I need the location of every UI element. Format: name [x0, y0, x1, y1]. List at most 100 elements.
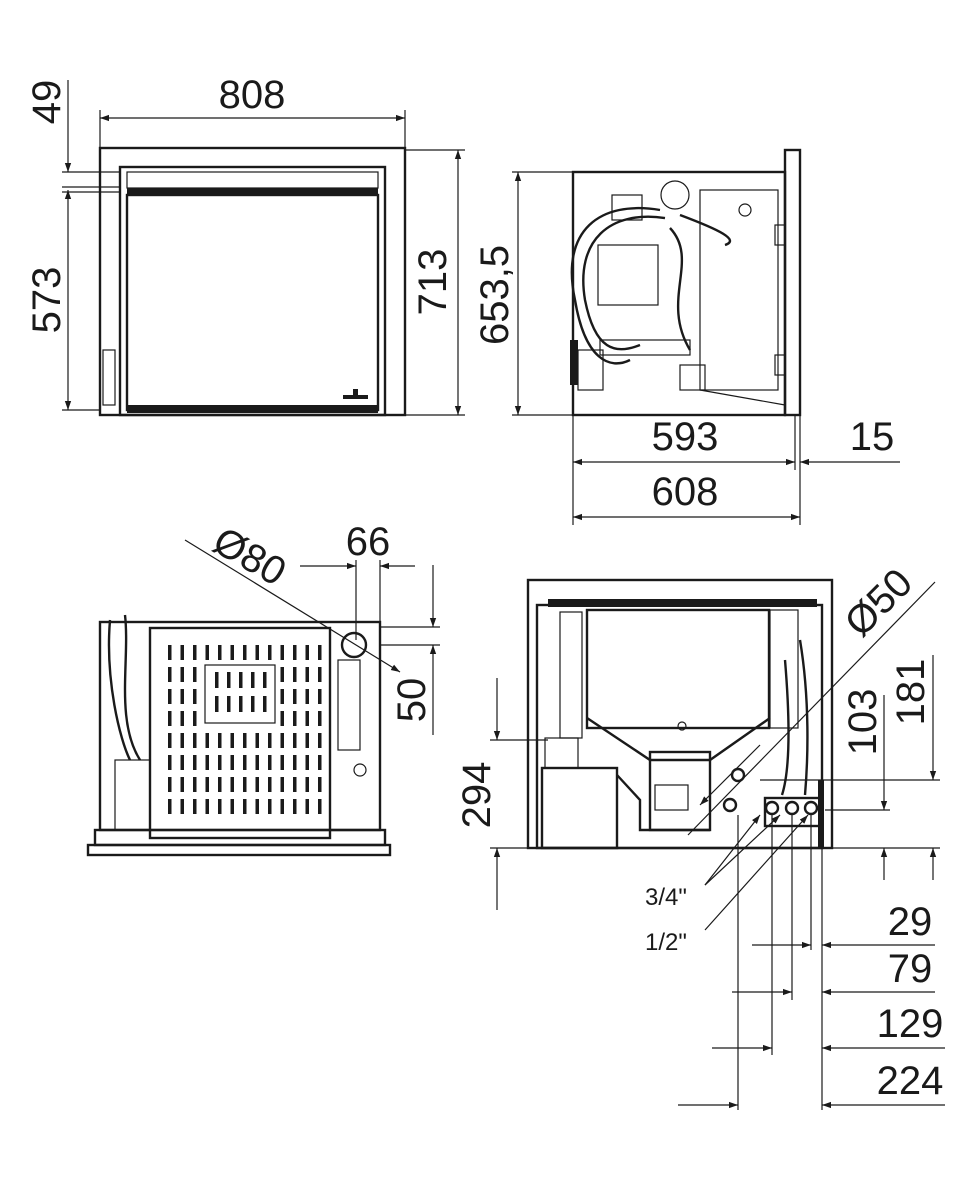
vent-slot [318, 733, 322, 748]
vent-slot [168, 777, 172, 792]
vent-slot [305, 689, 309, 704]
vent-slot [193, 711, 197, 726]
dim-49: 49 [25, 80, 69, 125]
vent-slot [193, 645, 197, 660]
vent-slot [255, 733, 259, 748]
vent-slot [251, 696, 255, 712]
vent-slot [230, 777, 234, 792]
vent-slot [227, 696, 231, 712]
vent-slot [243, 645, 247, 660]
vent-slot [218, 799, 222, 814]
dim-181: 181 [889, 659, 933, 726]
vent-slot [168, 733, 172, 748]
dim-294: 294 [455, 762, 499, 829]
vent-slot [227, 672, 231, 688]
dim-phi-80: Ø80 [206, 519, 293, 595]
vent-slot [293, 777, 297, 792]
vent-slot [218, 733, 222, 748]
vent-slot [180, 777, 184, 792]
vent-slot [243, 799, 247, 814]
vent-slot [193, 777, 197, 792]
vent-slot [180, 755, 184, 770]
vent-slot [305, 645, 309, 660]
vent-slot [168, 799, 172, 814]
vent-slot [239, 672, 243, 688]
dim-808: 808 [219, 73, 286, 117]
vent-slot [305, 667, 309, 682]
dim-103: 103 [841, 689, 885, 756]
vent-slot [263, 696, 267, 712]
vent-slot [318, 667, 322, 682]
vent-slot [215, 672, 219, 688]
vent-slot [280, 799, 284, 814]
vent-slot [318, 645, 322, 660]
vent-slot [293, 799, 297, 814]
vent-slot [193, 733, 197, 748]
vent-slot [268, 755, 272, 770]
vent-slot [268, 733, 272, 748]
vent-slot [168, 667, 172, 682]
vent-slot [318, 755, 322, 770]
vent-slot [280, 711, 284, 726]
vent-slot [293, 711, 297, 726]
vent-slot [180, 689, 184, 704]
vent-slot [318, 799, 322, 814]
top-view: Ø80 66 50 [86, 519, 440, 857]
vent-slot [168, 645, 172, 660]
vent-slot [193, 755, 197, 770]
vent-slot [205, 645, 209, 660]
dim-653-5: 653,5 [473, 245, 517, 345]
vent-slot [293, 667, 297, 682]
vent-slot [243, 733, 247, 748]
rear-view: Ø50 294 103 181 3/4" 1/2" 29 79 129 224 [455, 561, 945, 1110]
vent-slot [230, 755, 234, 770]
vent-slot [180, 667, 184, 682]
vent-slot [268, 799, 272, 814]
vent-slot [251, 672, 255, 688]
dim-573: 573 [25, 267, 69, 334]
vent-slot [255, 645, 259, 660]
vent-slot [218, 777, 222, 792]
dim-129: 129 [877, 1002, 944, 1046]
dim-15: 15 [850, 415, 895, 459]
vent-slot [305, 733, 309, 748]
dim-224: 224 [877, 1059, 944, 1103]
vent-slot [268, 777, 272, 792]
vent-slot [318, 711, 322, 726]
vent-slot [230, 645, 234, 660]
vent-slot [255, 755, 259, 770]
vent-slot [205, 777, 209, 792]
vent-slot [293, 689, 297, 704]
vent-slot [193, 799, 197, 814]
vent-slot [293, 733, 297, 748]
label-3-4-inch: 3/4" [645, 884, 687, 911]
dim-29: 29 [888, 900, 933, 944]
vent-slot [305, 711, 309, 726]
vent-slot [180, 645, 184, 660]
vent-slot [263, 672, 267, 688]
vent-slot [280, 667, 284, 682]
dim-66: 66 [346, 520, 391, 564]
vent-slot [168, 755, 172, 770]
vent-slot [318, 777, 322, 792]
vent-slot [218, 755, 222, 770]
label-1-2-inch: 1/2" [645, 929, 687, 956]
dim-phi-50: Ø50 [837, 561, 922, 646]
dim-593: 593 [652, 415, 719, 459]
dim-713: 713 [411, 249, 455, 316]
vent-slot [205, 733, 209, 748]
dim-608: 608 [652, 470, 719, 514]
vent-slot [243, 777, 247, 792]
side-view: 653,5 593 15 608 [473, 148, 900, 525]
vent-slot [205, 755, 209, 770]
vent-slot [268, 645, 272, 660]
vent-slot [215, 696, 219, 712]
dim-79: 79 [888, 947, 933, 991]
vent-slot [168, 689, 172, 704]
vent-slot [280, 755, 284, 770]
vent-slot [193, 667, 197, 682]
vent-slot [193, 689, 197, 704]
vent-slot [230, 733, 234, 748]
vent-slot [305, 799, 309, 814]
